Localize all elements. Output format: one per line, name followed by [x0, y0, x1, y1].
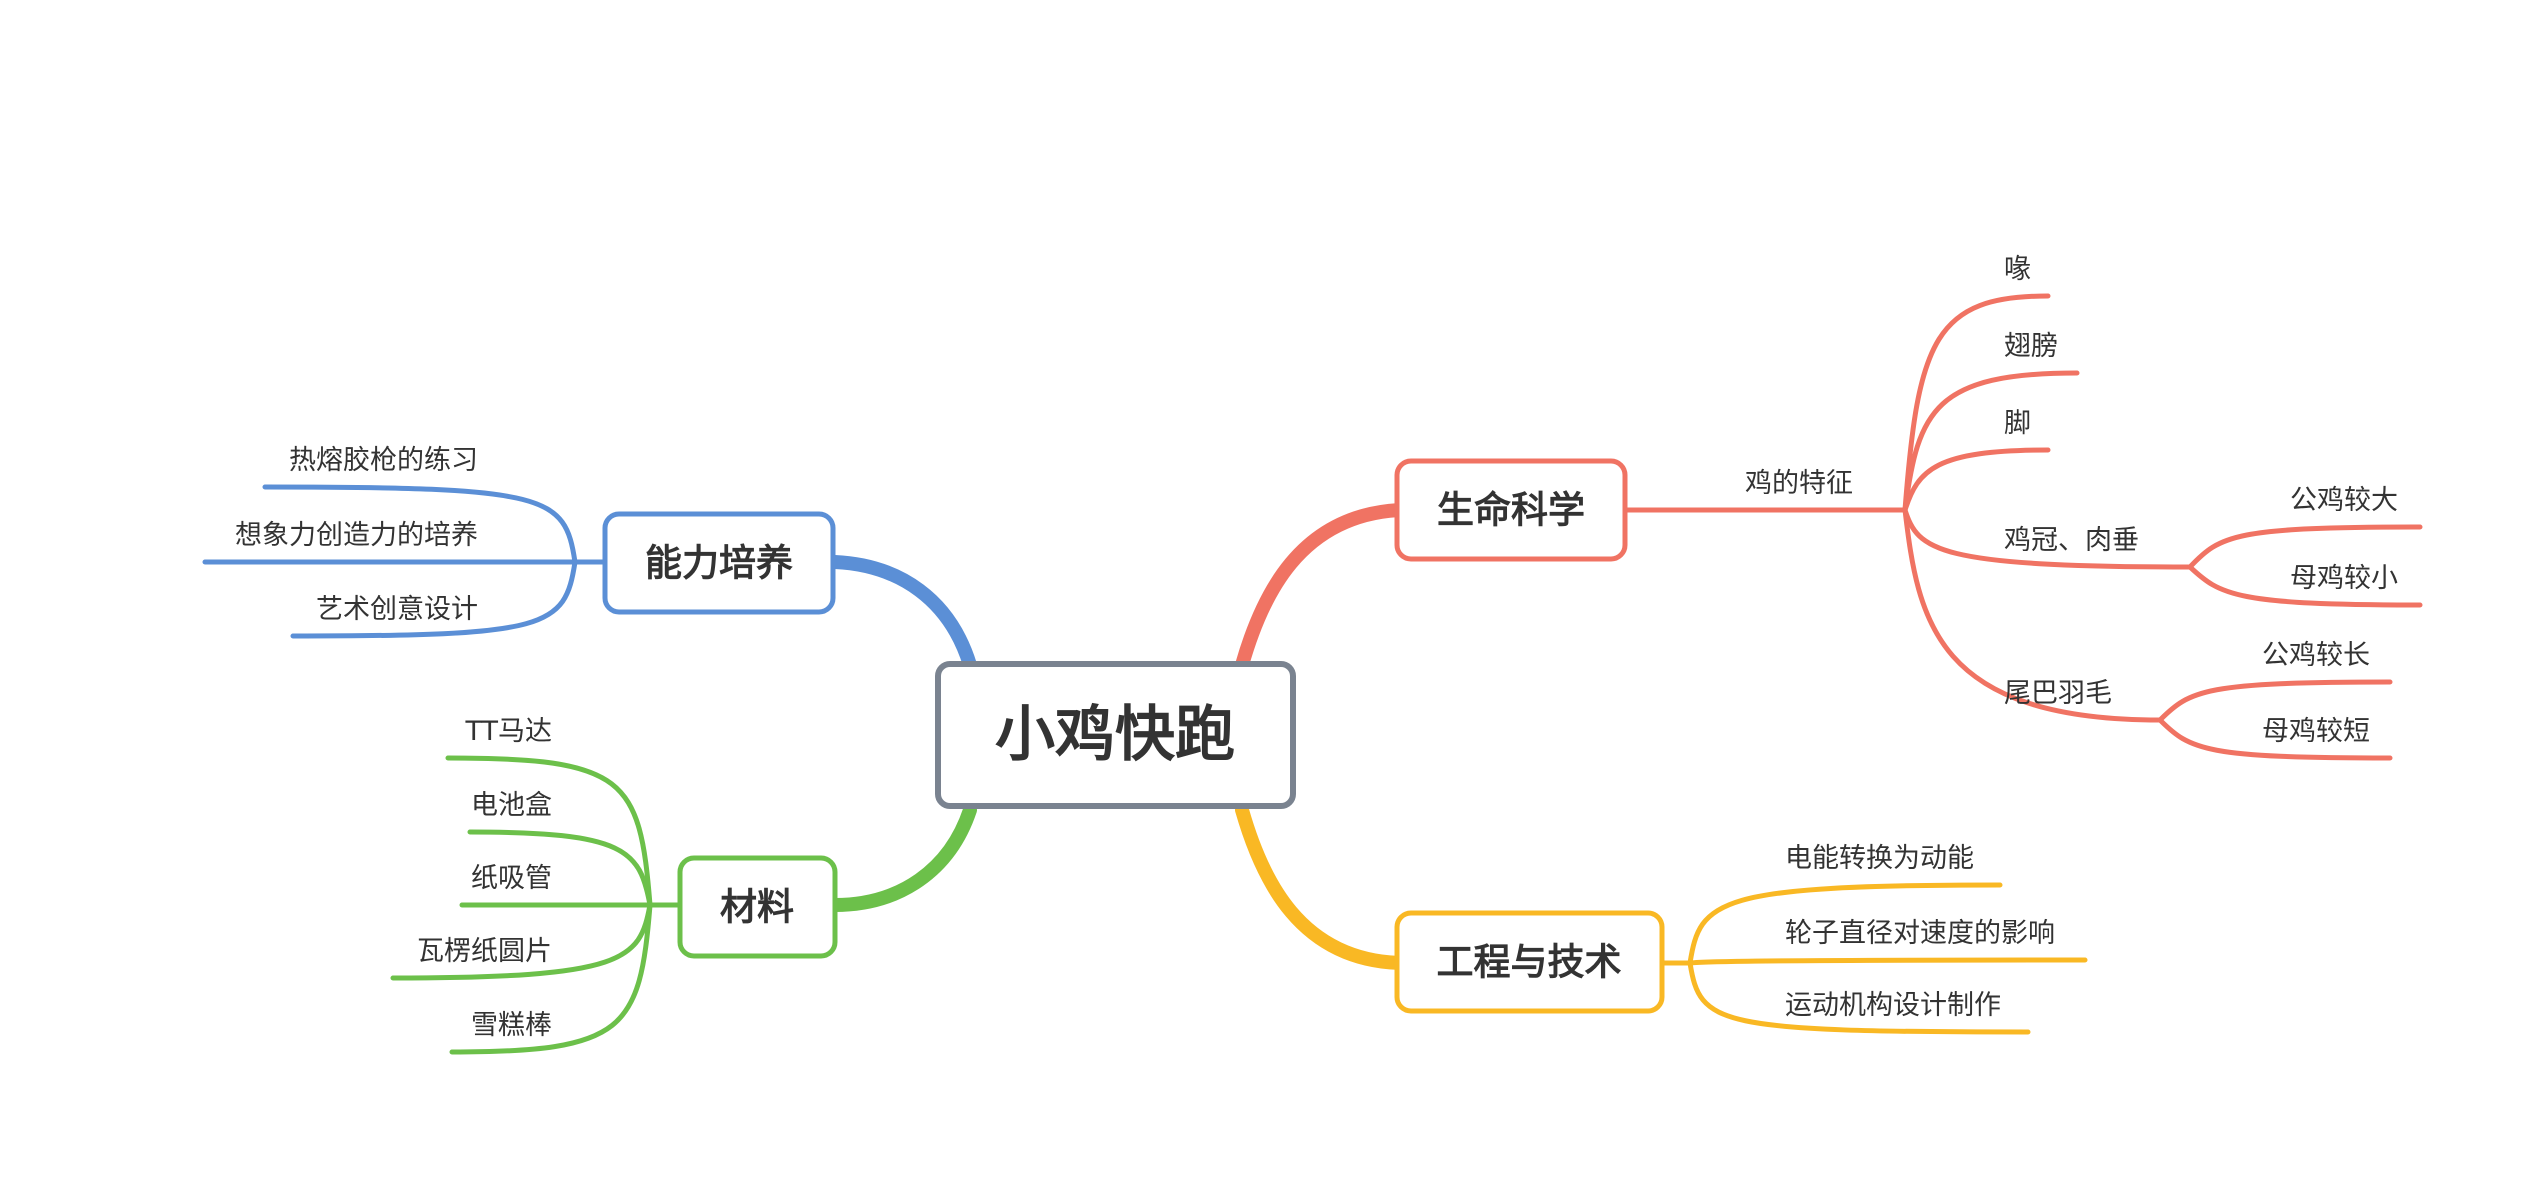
material-paper-straw[interactable]: 纸吸管 [471, 863, 552, 894]
connector-materials [828, 803, 977, 912]
branch-node-materials[interactable]: 材料 [677, 855, 838, 959]
branch-node-life-science[interactable]: 生命科学 [1394, 458, 1628, 562]
topic-tail-rooster[interactable]: 公鸡较长 [2262, 640, 2370, 671]
topic-wheel-diameter[interactable]: 轮子直径对速度的影响 [1785, 918, 2055, 949]
branch-label-life-science: 生命科学 [1437, 489, 1585, 532]
topic-glue-gun[interactable]: 热熔胶枪的练习 [289, 445, 478, 476]
center-title: 小鸡快跑 [995, 700, 1235, 770]
life-science-lines [1622, 293, 2423, 761]
topic-imagination[interactable]: 想象力创造力的培养 [235, 520, 478, 551]
ability-lines [202, 484, 608, 639]
ability-topics: 热熔胶枪的练习 想象力创造力的培养 艺术创意设计 [235, 445, 478, 625]
connector-ability [828, 555, 977, 672]
topic-comb-hen[interactable]: 母鸡较小 [2290, 563, 2398, 594]
materials-lines [390, 755, 683, 1055]
branch-label-engineering: 工程与技术 [1437, 941, 1622, 984]
connector-engineering [1235, 803, 1407, 970]
center-node[interactable]: 小鸡快跑 [935, 661, 1296, 809]
engineering-lines [1659, 882, 2088, 1035]
branch-label-materials: 材料 [720, 886, 794, 929]
topic-comb[interactable]: 鸡冠、肉垂 [2004, 525, 2139, 556]
topic-tail-hen[interactable]: 母鸡较短 [2262, 716, 2370, 747]
engineering-topics: 电能转换为动能 轮子直径对速度的影响 运动机构设计制作 [1785, 843, 2055, 1021]
connector-life-science [1235, 503, 1407, 672]
topic-wing[interactable]: 翅膀 [2004, 331, 2058, 362]
topic-foot[interactable]: 脚 [2004, 408, 2031, 439]
topic-art-design[interactable]: 艺术创意设计 [316, 594, 478, 625]
topic-mechanism-design[interactable]: 运动机构设计制作 [1785, 990, 2001, 1021]
branch-node-ability[interactable]: 能力培养 [602, 511, 836, 615]
topic-chicken-features[interactable]: 鸡的特征 [1745, 468, 1853, 499]
branch-label-ability: 能力培养 [645, 542, 793, 585]
topic-comb-rooster[interactable]: 公鸡较大 [2290, 485, 2398, 516]
topic-tail[interactable]: 尾巴羽毛 [2004, 678, 2112, 709]
life-science-topics: 鸡的特征 喙 翅膀 脚 鸡冠、肉垂 尾巴羽毛 公鸡较大 母鸡较小 公鸡较长 母鸡… [1745, 254, 2398, 747]
topic-energy-conversion[interactable]: 电能转换为动能 [1785, 843, 1974, 874]
materials-topics: TT马达 电池盒 纸吸管 瓦楞纸圆片 雪糕棒 [417, 716, 552, 1041]
material-popsicle-stick[interactable]: 雪糕棒 [471, 1010, 552, 1041]
material-tt-motor[interactable]: TT马达 [464, 716, 552, 747]
topic-beak[interactable]: 喙 [2004, 254, 2031, 285]
branch-node-engineering[interactable]: 工程与技术 [1394, 910, 1665, 1014]
material-battery-box[interactable]: 电池盒 [471, 790, 552, 821]
material-cardboard-disc[interactable]: 瓦楞纸圆片 [417, 936, 552, 967]
